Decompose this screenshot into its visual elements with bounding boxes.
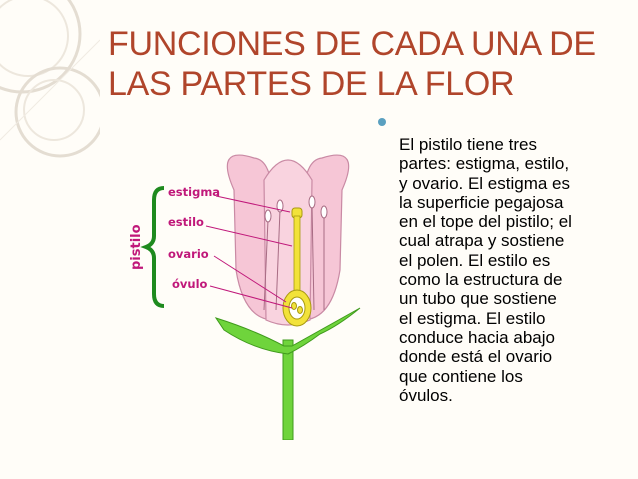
label-estilo: estilo <box>168 215 204 229</box>
pointer-estigma <box>215 195 291 213</box>
label-pistilo: pistilo <box>129 224 144 270</box>
body-line: como la estructura de <box>399 270 563 290</box>
decorative-circles <box>0 0 100 158</box>
bracket <box>140 186 165 308</box>
body-line: partes: estigma, estilo, <box>399 154 570 174</box>
ovule <box>291 302 297 310</box>
body-line: donde está el ovario <box>399 347 553 367</box>
body-line: el estigma. El estilo <box>399 308 546 328</box>
body-line: cual atrapa y sostiene <box>399 231 565 251</box>
body-line: un tubo que sostiene <box>399 289 557 309</box>
style <box>293 215 301 293</box>
label-ovario: ovario <box>168 247 209 261</box>
title-line-2: LAS PARTES DE LA FLOR <box>108 65 515 103</box>
label-ovulo: óvulo <box>172 277 208 291</box>
body-line: El pistilo tiene tres <box>399 135 537 154</box>
body-line: en el tope del pistilo; el <box>399 212 572 232</box>
body-line: y ovario. El estigma es <box>399 173 571 193</box>
flower-diagram: pistilo estigma estilo ovario óvulo <box>124 150 364 441</box>
pointer-ovario <box>213 255 287 303</box>
body-line: conduce hacia abajo <box>399 327 555 347</box>
stem <box>282 339 294 441</box>
body-line: el polen. El estilo es <box>399 250 551 270</box>
sepal-leaves <box>214 307 361 355</box>
body-line: que contiene los <box>399 366 523 386</box>
body-line: la superficie pegajosa <box>399 192 564 212</box>
pointer-estilo <box>205 225 293 247</box>
body-paragraph: El pistilo tiene tres partes: estigma, e… <box>399 135 625 405</box>
slide-title: FUNCIONES DE CADA UNA DE LAS PARTES DE L… <box>108 24 628 104</box>
title-line-1: FUNCIONES DE CADA UNA DE <box>108 25 596 63</box>
pointer-ovulo <box>209 285 293 309</box>
bullet-dot <box>378 118 386 126</box>
flower-illustration <box>140 154 361 441</box>
label-estigma: estigma <box>168 185 221 199</box>
body-line: óvulos. <box>399 385 453 405</box>
